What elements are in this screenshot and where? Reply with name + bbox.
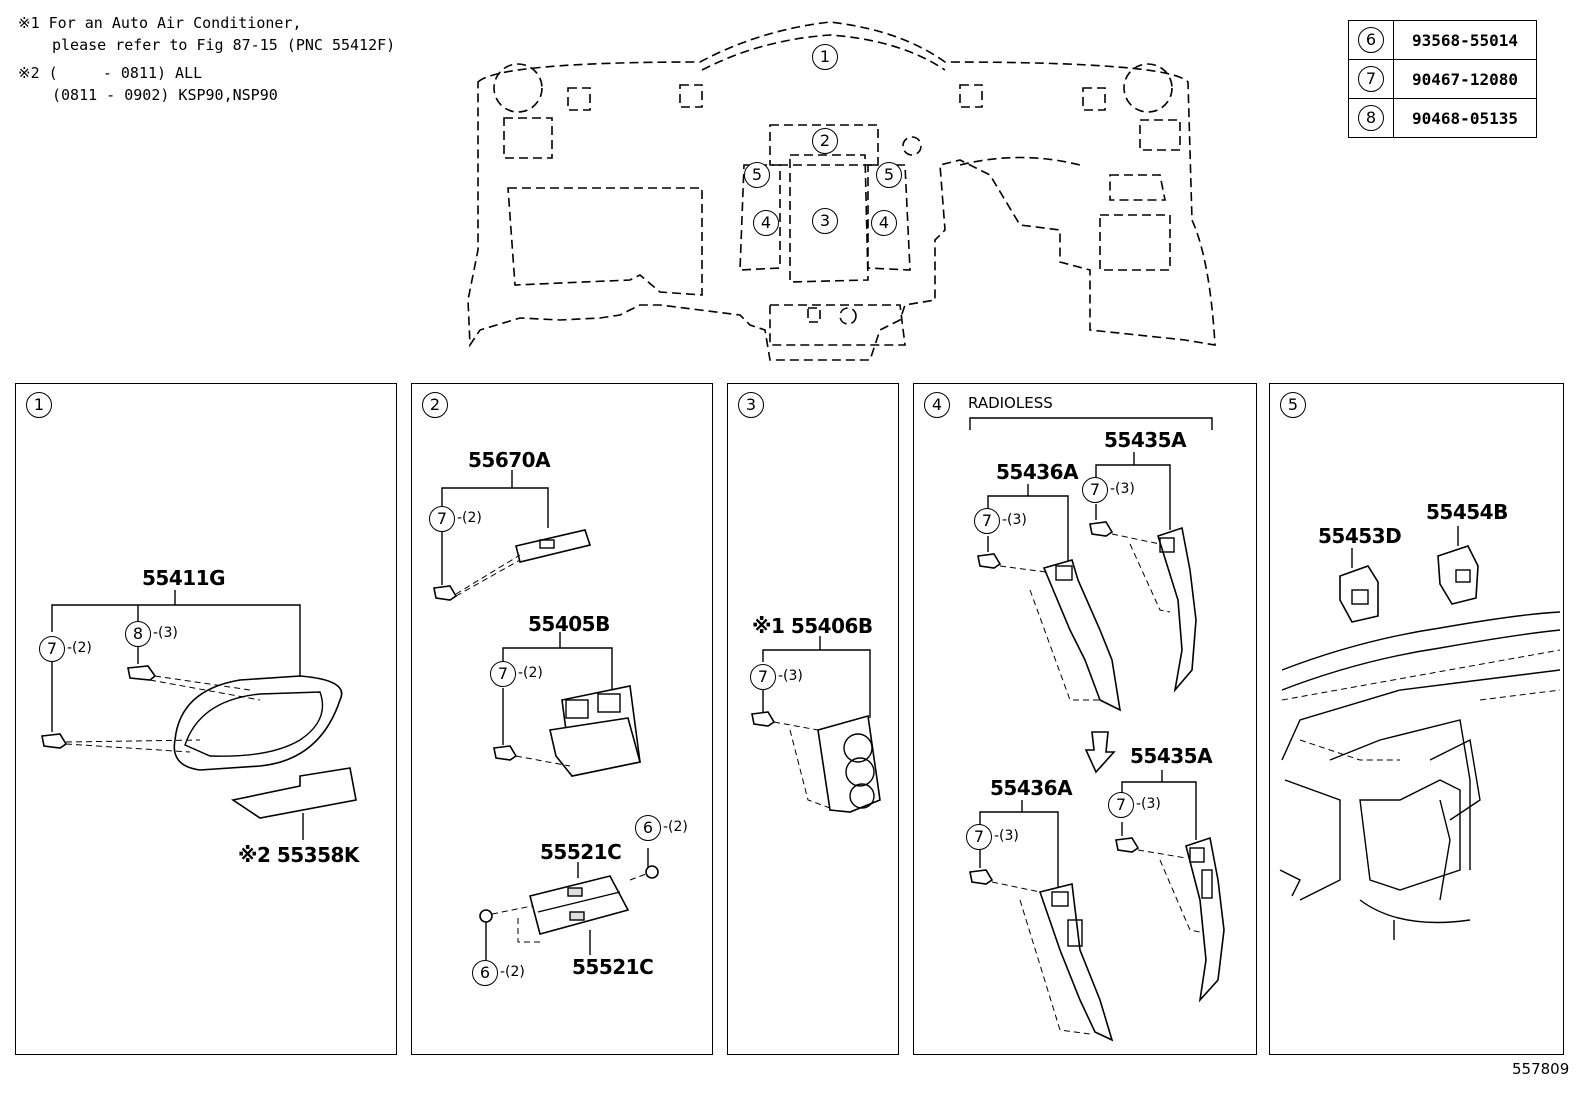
note-1-line-2: please refer to Fig 87-15 (PNC 55412F) <box>52 36 396 54</box>
dashboard-overview <box>467 21 1216 361</box>
panel-2 <box>411 383 713 1055</box>
pnc-55411G[interactable]: 55411G <box>142 566 226 590</box>
callout-7[interactable]: 7 <box>490 661 516 687</box>
qty-label: -(2) <box>500 964 525 980</box>
qty-label: -(3) <box>994 828 1019 844</box>
panel-3-drawing <box>751 636 881 813</box>
qty-label: -(2) <box>457 510 482 526</box>
pnc-55405B[interactable]: 55405B <box>528 612 610 636</box>
pnc-55436A-top[interactable]: 55436A <box>996 460 1079 484</box>
panel-4-number: 4 <box>924 392 950 418</box>
panel-1 <box>15 383 397 1055</box>
callout-8[interactable]: 8 <box>125 621 151 647</box>
pnc-55435A-top[interactable]: 55435A <box>1104 428 1187 452</box>
pnc-55521C-lower[interactable]: 55521C <box>572 955 654 979</box>
legend-part-number[interactable]: 93568-55014 <box>1393 20 1537 60</box>
panel-2-number: 2 <box>422 392 448 418</box>
pnc-55521C[interactable]: 55521C <box>540 840 622 864</box>
panel-5-drawing <box>1279 526 1561 940</box>
pnc-55670A[interactable]: 55670A <box>468 448 551 472</box>
legend-row: 8 90468-05135 <box>1348 98 1537 138</box>
callout-7[interactable]: 7 <box>750 664 776 690</box>
callout-7: 7 <box>1358 66 1384 92</box>
panel-3-number: 3 <box>738 392 764 418</box>
overview-callout-3[interactable]: 3 <box>812 208 838 234</box>
note-2-line-1: ※2 ( - 0811) ALL <box>18 64 203 82</box>
callout-7[interactable]: 7 <box>429 506 455 532</box>
callout-7[interactable]: 7 <box>1108 792 1134 818</box>
callout-6[interactable]: 6 <box>635 815 661 841</box>
callout-7[interactable]: 7 <box>966 824 992 850</box>
qty-label: -(3) <box>1110 481 1135 497</box>
pnc-55406B[interactable]: ※1 55406B <box>752 614 873 638</box>
pnc-55436A-bottom[interactable]: 55436A <box>990 776 1073 800</box>
overview-callout-2[interactable]: 2 <box>812 128 838 154</box>
qty-label: -(2) <box>67 640 92 656</box>
callout-6[interactable]: 6 <box>472 960 498 986</box>
panel-1-number: 1 <box>26 392 52 418</box>
note-1-line-1: ※1 For an Auto Air Conditioner, <box>18 14 302 32</box>
qty-label: -(3) <box>1002 512 1027 528</box>
panel-3 <box>727 383 899 1055</box>
callout-6: 6 <box>1358 27 1384 53</box>
callout-8: 8 <box>1358 105 1384 131</box>
pnc-55454B[interactable]: 55454B <box>1426 500 1508 524</box>
callout-7[interactable]: 7 <box>1082 477 1108 503</box>
note-2-line-2: (0811 - 0902) KSP90,NSP90 <box>52 86 278 104</box>
overview-callout-4-left[interactable]: 4 <box>753 210 779 236</box>
legend-row: 7 90467-12080 <box>1348 59 1537 99</box>
callout-7[interactable]: 7 <box>39 636 65 662</box>
panel-5 <box>1269 383 1564 1055</box>
pnc-55358K[interactable]: ※2 55358K <box>238 843 359 867</box>
qty-label: -(3) <box>1136 796 1161 812</box>
overview-callout-5-left[interactable]: 5 <box>744 162 770 188</box>
overview-callout-4-right[interactable]: 4 <box>871 210 897 236</box>
qty-label: -(3) <box>778 668 803 684</box>
legend-part-number[interactable]: 90467-12080 <box>1393 59 1537 99</box>
panel-1-drawing <box>41 590 357 840</box>
qty-label: -(2) <box>663 819 688 835</box>
overview-callout-5-right[interactable]: 5 <box>876 162 902 188</box>
panel-2-drawing <box>433 470 659 960</box>
panel-5-number: 5 <box>1280 392 1306 418</box>
panel-4 <box>913 383 1257 1055</box>
overview-callout-1[interactable]: 1 <box>812 44 838 70</box>
radioless-label: RADIOLESS <box>968 394 1053 412</box>
fastener-legend-table: 6 93568-55014 7 90467-12080 8 90468-0513… <box>1348 20 1537 138</box>
qty-label: -(3) <box>153 625 178 641</box>
legend-part-number[interactable]: 90468-05135 <box>1393 98 1537 138</box>
pnc-55453D[interactable]: 55453D <box>1318 524 1402 548</box>
panel-4-drawing <box>969 417 1225 1042</box>
qty-label: -(2) <box>518 665 543 681</box>
pnc-55435A-bottom[interactable]: 55435A <box>1130 744 1213 768</box>
callout-7[interactable]: 7 <box>974 508 1000 534</box>
figure-id: 557809 <box>1512 1060 1570 1078</box>
legend-row: 6 93568-55014 <box>1348 20 1537 60</box>
